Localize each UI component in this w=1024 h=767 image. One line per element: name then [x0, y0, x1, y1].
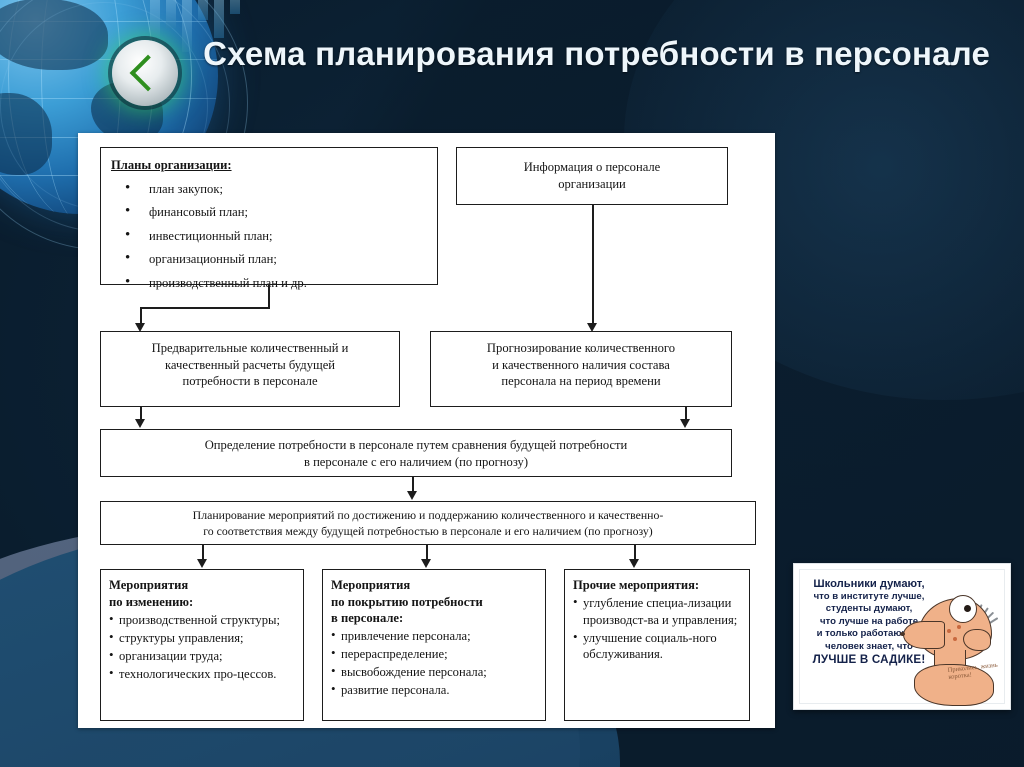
box-needs-definition-line1: Определение потребности в персонале путе… — [204, 438, 628, 452]
box-forecast-availability: Прогнозирование количественного и качест… — [430, 331, 732, 407]
box-cover-measures-heading2: по покрытию потребности — [331, 594, 483, 609]
cartoon-head — [900, 595, 992, 660]
list-item: финансовый план; — [111, 203, 431, 221]
connector-definition-down — [412, 477, 414, 493]
cartoon-freckle — [947, 629, 951, 633]
box-measures-planning-line1: Планирование мероприятий по достижению и… — [192, 508, 664, 522]
cartoon-line-6: человек знает, что — [825, 640, 913, 652]
connector-planning-to-cover — [426, 545, 428, 561]
arrow-to-change-measures — [197, 559, 207, 568]
diagram-panel: Планы организации: план закупок; финансо… — [78, 133, 775, 728]
arrow-to-other-measures — [629, 559, 639, 568]
list-item: план закупок; — [111, 180, 431, 198]
cartoon-line-2: что в институте лучше, — [813, 590, 925, 602]
box-cover-measures-list: привлечение персонала; перераспределение… — [331, 627, 539, 699]
box-other-measures: Прочие мероприятия: углубление специа-ли… — [564, 569, 750, 721]
list-item: перераспределение; — [331, 645, 539, 663]
box-needs-definition: Определение потребности в персонале путе… — [100, 429, 732, 477]
box-other-measures-list: углубление специа-лизации производст-ва … — [573, 594, 743, 663]
chevron-left-icon — [129, 54, 167, 92]
arrow-prelim-to-definition — [135, 419, 145, 428]
box-personnel-information-line2: организации — [558, 176, 626, 191]
box-other-measures-heading: Прочие мероприятия: — [573, 578, 700, 592]
cartoon-line-4: что лучше на работе — [819, 615, 919, 627]
box-preliminary-calculation-line3: потребности в персонале — [182, 374, 318, 388]
list-item: высвобождение персонала; — [331, 663, 539, 681]
box-cover-measures-heading3: в персонале: — [331, 611, 404, 625]
connector-prelim-drop — [140, 307, 142, 325]
box-organization-plans-list: план закупок; финансовый план; инвестици… — [111, 180, 431, 292]
box-forecast-availability-line2: и качественного наличия состава — [492, 357, 670, 372]
cartoon-line-5: и только работающий — [816, 628, 922, 640]
cartoon-snout — [900, 621, 945, 649]
box-change-measures-heading1: Мероприятия — [109, 578, 189, 592]
cartoon-body — [914, 664, 994, 706]
box-needs-definition-line2: в персонале с его наличием (по прогнозу) — [303, 454, 529, 469]
box-change-measures: Мероприятия по изменению: производственн… — [100, 569, 304, 721]
arrow-forecast-to-definition — [680, 419, 690, 428]
arrow-to-prelim — [135, 323, 145, 332]
connector-plans-horizontal — [140, 307, 270, 309]
arrow-to-forecast — [587, 323, 597, 332]
cartoon-freckle — [953, 637, 957, 641]
box-change-measures-heading2: по изменению: — [109, 594, 194, 609]
box-measures-planning-line2: го соответствия между будущей потребност… — [203, 523, 653, 538]
list-item: технологических про-цессов. — [109, 665, 297, 683]
cartoon-text: Школьники думают, что в институте лучше,… — [801, 578, 937, 666]
joke-cartoon-image: Школьники думают, что в институте лучше,… — [793, 563, 1011, 710]
list-item: производственный план и др. — [111, 274, 431, 292]
list-item: привлечение персонала; — [331, 627, 539, 645]
box-forecast-availability-line3: персонала на период времени — [501, 374, 661, 388]
list-item: развитие персонала. — [331, 681, 539, 699]
box-preliminary-calculation: Предварительные количественный и качеств… — [100, 331, 400, 407]
cartoon-character: При­колись, жизнь коротка! — [900, 572, 1008, 706]
list-item: инвестиционный план; — [111, 227, 431, 245]
list-item: структуры управления; — [109, 629, 297, 647]
list-item: улучшение социаль-ного обслуживания. — [573, 629, 743, 663]
box-preliminary-calculation-line2: качественный расчеты будущей — [164, 357, 336, 372]
connector-prelim-down — [140, 407, 142, 421]
box-change-measures-list: производственной структуры; структуры уп… — [109, 611, 297, 683]
box-preliminary-calculation-line1: Предварительные количественный и — [151, 341, 349, 355]
cartoon-line-7: ЛУЧШЕ В САДИКЕ! — [812, 652, 926, 666]
box-organization-plans: Планы организации: план закупок; финансо… — [100, 147, 438, 290]
cartoon-freckle — [957, 625, 961, 629]
arrow-to-cover-measures — [421, 559, 431, 568]
connector-forecast-down — [685, 407, 687, 421]
page-title: Схема планирования потребности в персона… — [203, 35, 990, 72]
box-cover-measures: Мероприятия по покрытию потребности в пе… — [322, 569, 546, 721]
connector-plans-down — [268, 285, 270, 307]
arrow-definition-to-planning — [407, 491, 417, 500]
list-item: организационный план; — [111, 250, 431, 268]
connector-info-drop — [592, 205, 594, 325]
cartoon-line-3: студенты думают, — [825, 603, 913, 615]
connector-planning-to-change — [202, 545, 204, 561]
previous-slide-button[interactable] — [112, 40, 178, 106]
list-item: углубление специа-лизации производст-ва … — [573, 594, 743, 628]
background-bars-decoration — [150, 0, 350, 60]
box-personnel-information: Информация о персонале организации — [456, 147, 728, 205]
box-measures-planning: Планирование мероприятий по достижению и… — [100, 501, 756, 545]
box-cover-measures-heading1: Мероприятия — [331, 578, 411, 592]
box-personnel-information-line1: Информация о персонале — [523, 160, 661, 174]
cartoon-nostril — [900, 632, 905, 636]
cartoon-line-1: Школьники думают, — [813, 578, 925, 590]
cartoon-eye — [949, 595, 977, 623]
box-forecast-availability-line1: Прогнозирование количественного — [486, 341, 676, 355]
connector-planning-to-other — [634, 545, 636, 561]
list-item: производственной структуры; — [109, 611, 297, 629]
cartoon-ear — [963, 629, 991, 651]
list-item: организации труда; — [109, 647, 297, 665]
box-organization-plans-heading: Планы организации: — [111, 158, 232, 172]
cartoon-pupil — [964, 605, 971, 612]
